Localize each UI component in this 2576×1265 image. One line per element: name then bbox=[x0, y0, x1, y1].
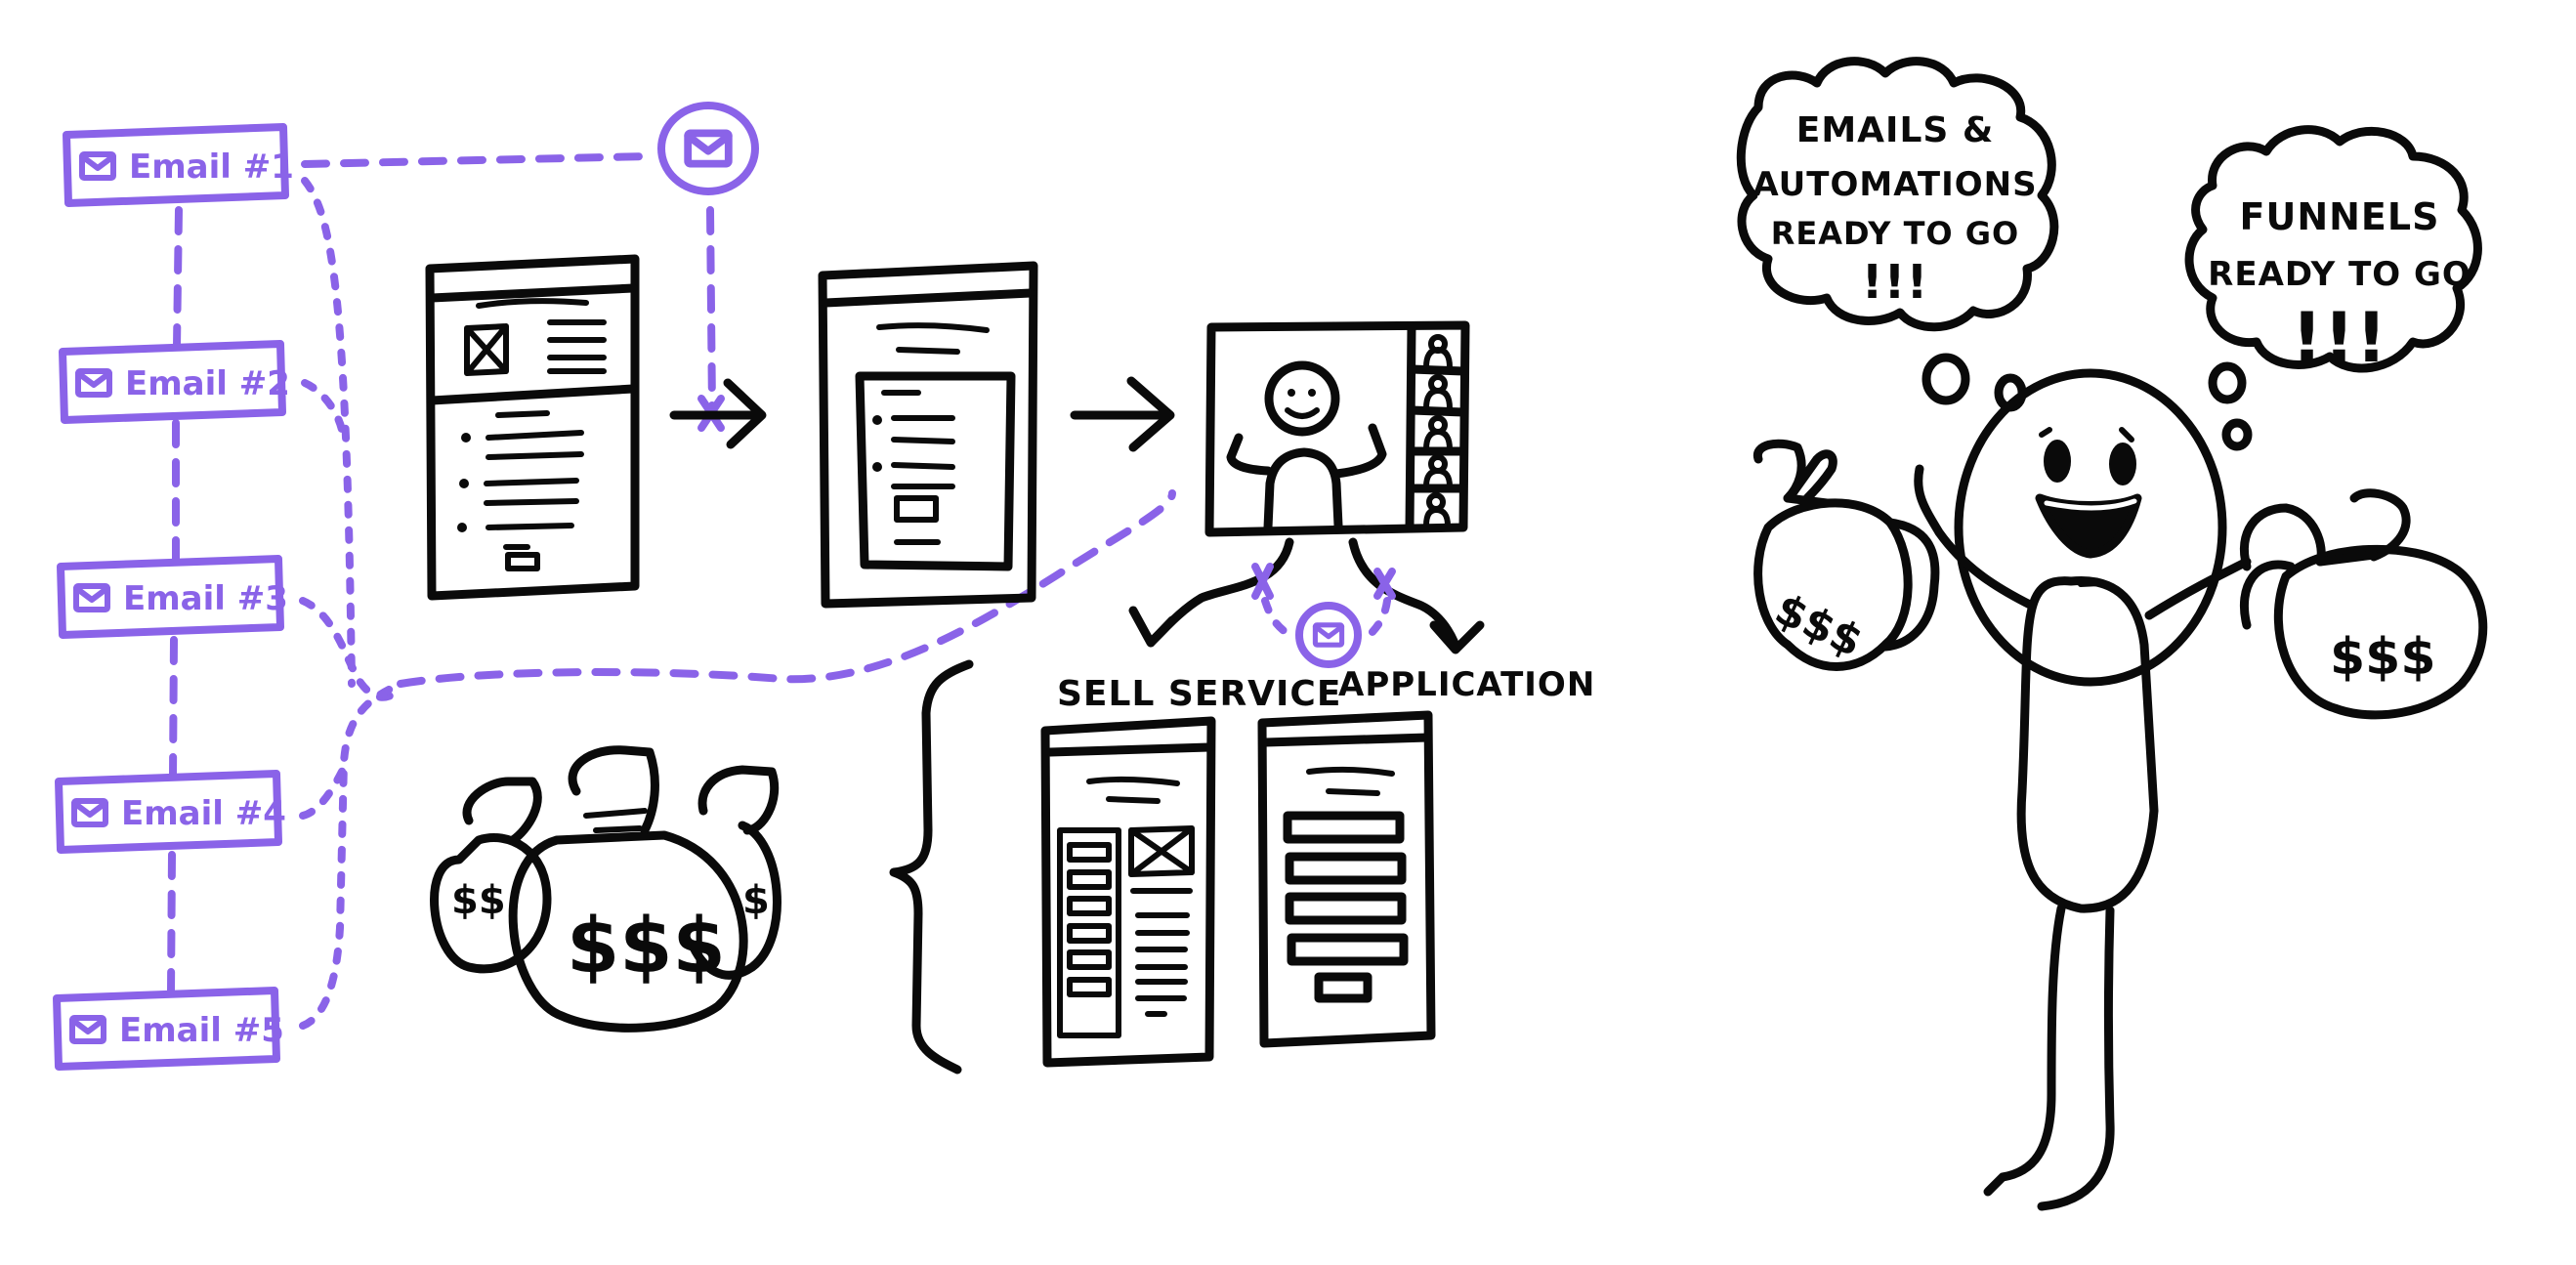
email-label: Email #3 bbox=[123, 579, 288, 618]
thought-exclaim: !!! bbox=[2292, 298, 2388, 378]
arrow-right-icon bbox=[669, 378, 767, 449]
trigger-cross bbox=[1373, 568, 1396, 600]
right-leg bbox=[2037, 906, 2115, 1211]
money-symbol-small: $ bbox=[742, 878, 770, 923]
email-box-5[interactable]: Email #5 bbox=[53, 987, 284, 1071]
email-label: Email #4 bbox=[121, 794, 286, 833]
thought-line: READY TO GO bbox=[2208, 255, 2471, 294]
happy-character bbox=[1914, 368, 2252, 1211]
envelope-icon bbox=[76, 586, 107, 610]
attendee-thumbnails bbox=[1423, 334, 1453, 528]
branch-line bbox=[299, 758, 351, 820]
presenter bbox=[1226, 360, 1387, 532]
body bbox=[2016, 575, 2159, 913]
email-box-1[interactable]: Email #1 bbox=[63, 123, 294, 207]
email-box-4[interactable]: Email #4 bbox=[55, 770, 286, 854]
branch-arrow-right bbox=[1348, 537, 1460, 652]
email-1-link bbox=[301, 152, 654, 168]
envelope-icon bbox=[72, 1018, 104, 1041]
circled-envelope-top bbox=[657, 102, 759, 195]
arrow-right-icon bbox=[1070, 376, 1175, 452]
left-arm bbox=[1914, 464, 2037, 611]
branch-line bbox=[301, 379, 346, 434]
email-label: Email #2 bbox=[125, 364, 290, 403]
thought-bubble-funnels: FUNNELS READY TO GO !!! bbox=[2184, 125, 2482, 451]
email-box-2[interactable]: Email #2 bbox=[59, 340, 290, 424]
money-bag-left: $$$ bbox=[1753, 439, 1940, 671]
application-page-wireframe bbox=[1257, 710, 1436, 1048]
webinar-link bbox=[397, 489, 1176, 688]
thought-line: FUNNELS bbox=[2240, 195, 2440, 238]
envelope-icon bbox=[1315, 625, 1341, 645]
branch-label-application: APPLICATION bbox=[1338, 665, 1595, 704]
envelope-icon bbox=[82, 154, 113, 178]
thought-bubble-emails: EMAILS & AUTOMATIONS READY TO GO !!! bbox=[1736, 57, 2059, 412]
money-symbol: $$$ bbox=[567, 903, 726, 991]
left-leg bbox=[1983, 904, 2066, 1197]
thought-line: READY TO GO bbox=[1771, 215, 2019, 252]
branch-label-sell-service: SELL SERVICE bbox=[1057, 674, 1341, 714]
money-bag-right: $$$ bbox=[2239, 488, 2488, 720]
envelope-icon bbox=[688, 133, 729, 163]
branch-line bbox=[301, 177, 356, 688]
money-symbol-small: $$ bbox=[451, 878, 506, 923]
branch-line bbox=[299, 597, 404, 701]
video-call-frame bbox=[1204, 320, 1470, 537]
sales-page-wireframe bbox=[1040, 716, 1216, 1068]
head bbox=[1954, 368, 2227, 687]
thought-line: AUTOMATIONS bbox=[1753, 165, 2037, 204]
landing-page-wireframe bbox=[425, 254, 640, 601]
opt-in-page-wireframe bbox=[818, 261, 1038, 609]
circled-envelope-branch bbox=[1295, 602, 1362, 668]
right-arm bbox=[2144, 557, 2252, 620]
trigger-line bbox=[706, 206, 716, 414]
envelope-icon bbox=[74, 801, 106, 824]
branch-line bbox=[299, 685, 395, 1030]
email-label: Email #1 bbox=[129, 148, 294, 187]
trigger-cross bbox=[1251, 563, 1274, 600]
email-box-3[interactable]: Email #3 bbox=[57, 555, 288, 639]
thought-exclaim: !!! bbox=[1862, 255, 1929, 310]
money-bags-pile: $$$ $$ $ bbox=[430, 745, 781, 1033]
money-symbol: $$$ bbox=[2330, 628, 2436, 687]
envelope-icon bbox=[78, 371, 109, 395]
branch-email-link bbox=[1261, 597, 1391, 639]
email-label: Email #5 bbox=[119, 1011, 284, 1050]
email-sequence: Email #1 Email #2 Email #3 Email #4 Emai… bbox=[53, 102, 1176, 1071]
money-symbol: $$$ bbox=[1767, 584, 1870, 667]
thought-line: EMAILS & bbox=[1796, 110, 1994, 150]
curly-brace bbox=[889, 659, 974, 1075]
